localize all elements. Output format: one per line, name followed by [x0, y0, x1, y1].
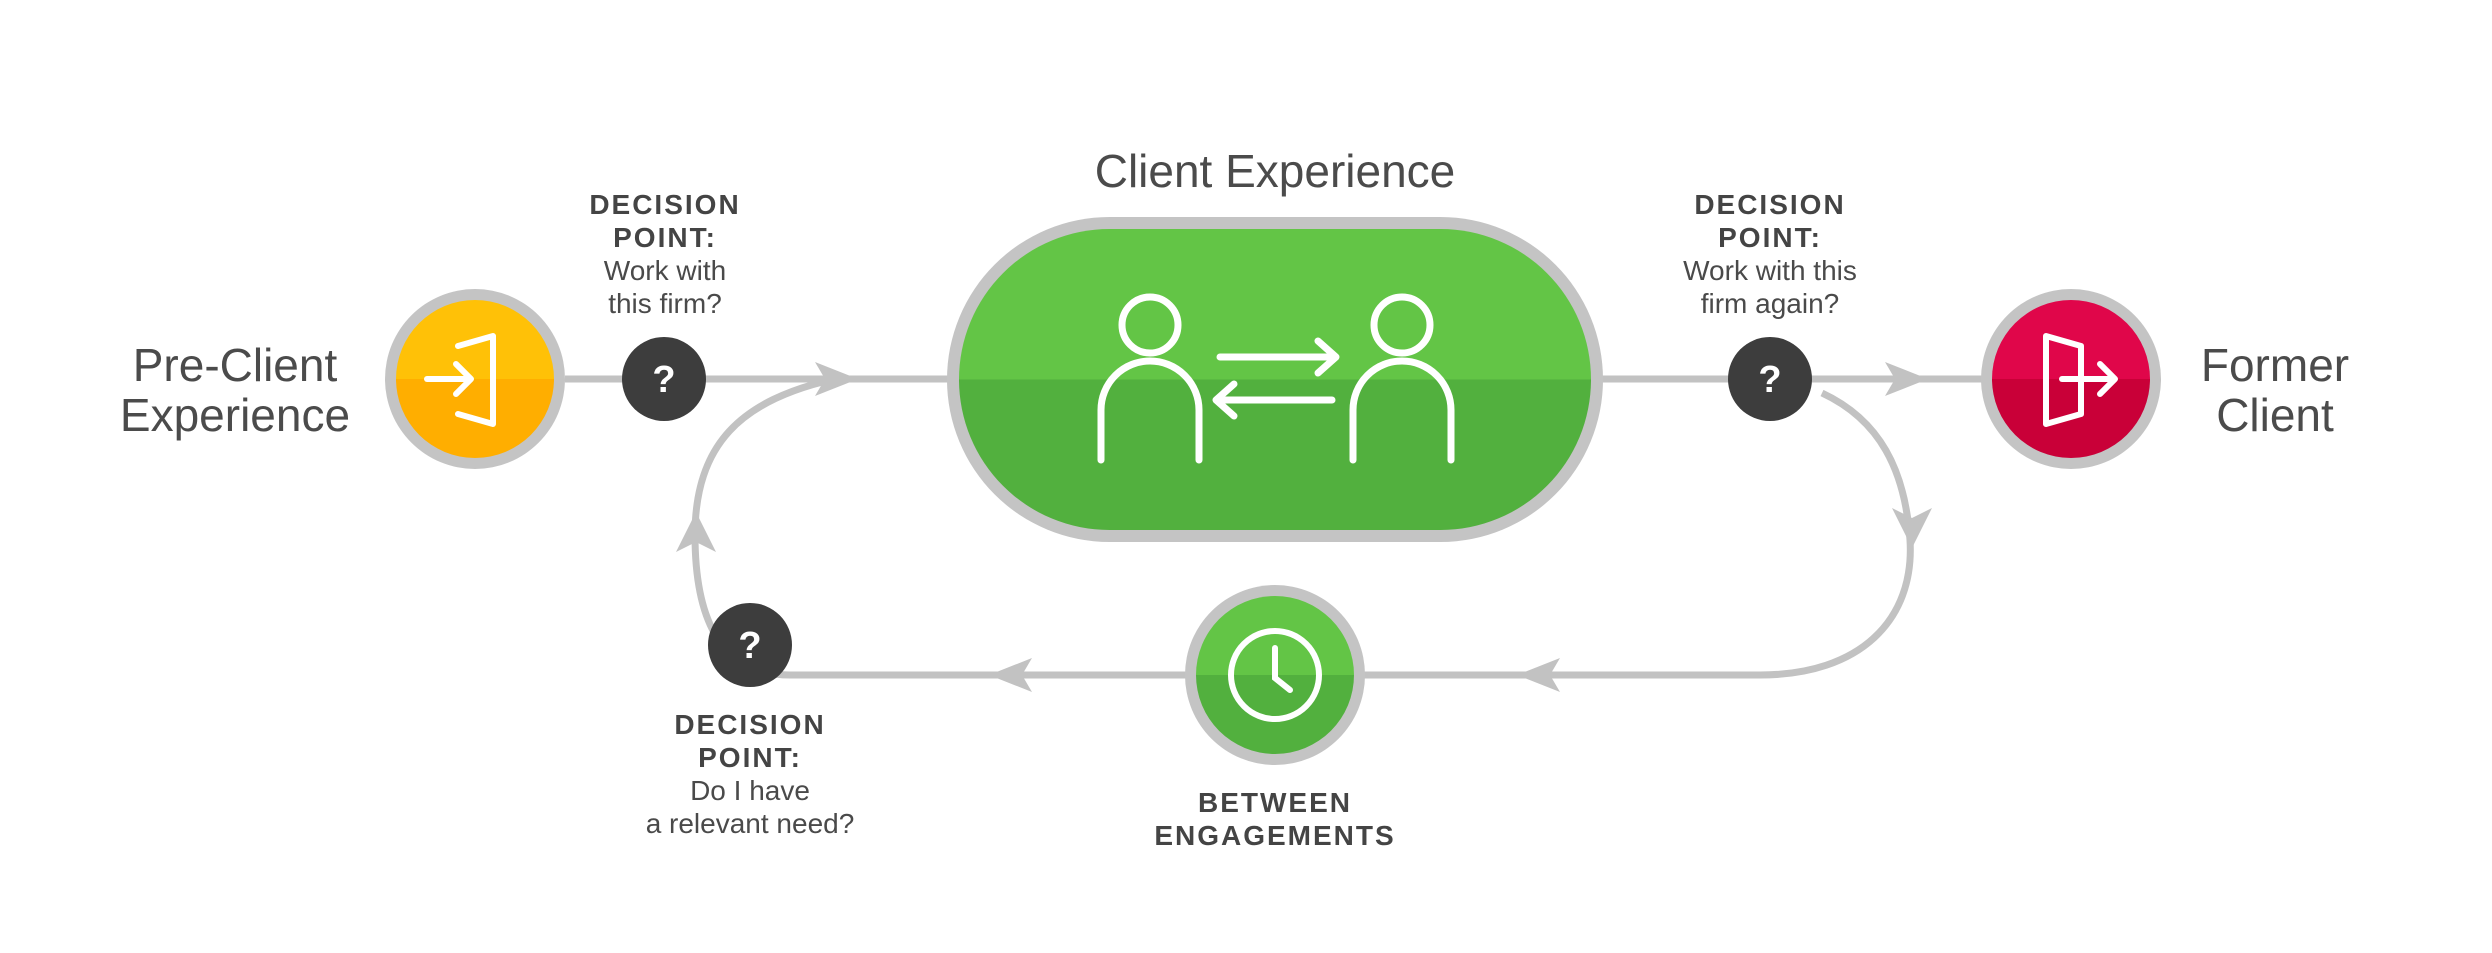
arrow-up-icon [676, 512, 716, 552]
pre-client-label: Pre-Client Experience [95, 340, 375, 440]
former-client-label-line-1: Former [2200, 339, 2350, 391]
arrow-right-2-icon [1885, 362, 1928, 396]
between-engagements-node [1185, 585, 1365, 765]
between-engagements-label: BETWEEN ENGAGEMENTS [1125, 786, 1425, 852]
page-title: Client Experience [1094, 145, 1456, 197]
between-engagements-line-2: ENGAGEMENTS [1154, 820, 1396, 851]
decision-point-1-heading-1: DECISION [589, 189, 741, 220]
decision-point-2-question-1: Work with this [1683, 255, 1857, 286]
former-client-node [1981, 289, 2161, 469]
question-mark-2: ? [1758, 359, 1781, 401]
arrow-left-2-icon [989, 658, 1032, 692]
decision-point-3-text: DECISION POINT: Do I have a relevant nee… [620, 708, 880, 840]
decision-point-2-heading-2: POINT: [1718, 222, 1822, 253]
decision-point-1-text: DECISION POINT: Work with this firm? [535, 188, 795, 320]
two-people-exchange-icon [1097, 293, 1455, 464]
decision-point-3-heading-2: POINT: [698, 742, 802, 773]
enter-door-icon [424, 333, 496, 427]
decision-marker-2: ? [1728, 337, 1812, 421]
arrow-down-icon [1892, 508, 1932, 548]
arrow-left-1-icon [1517, 658, 1560, 692]
decision-point-3-question-2: a relevant need? [645, 808, 855, 839]
former-client-label: Former Client [2160, 340, 2390, 440]
decision-point-3-heading-1: DECISION [674, 709, 826, 740]
pre-client-node [385, 289, 565, 469]
question-mark-3: ? [738, 625, 761, 667]
decision-marker-1: ? [622, 337, 706, 421]
exit-door-icon [2043, 333, 2118, 427]
decision-point-1-question-1: Work with [603, 255, 727, 286]
decision-marker-3: ? [708, 603, 792, 687]
arrowheads [676, 362, 1932, 692]
decision-point-2-text: DECISION POINT: Work with this firm agai… [1640, 188, 1900, 320]
clock-icon [1228, 628, 1322, 722]
pre-client-label-line-2: Experience [119, 389, 351, 441]
decision-point-1-heading-2: POINT: [613, 222, 717, 253]
decision-point-2-question-2: firm again? [1700, 288, 1840, 319]
connector-loop-down [1360, 389, 1914, 679]
arrow-right-1-icon [815, 362, 858, 396]
question-mark-1: ? [652, 359, 675, 401]
pre-client-label-line-1: Pre-Client [132, 339, 338, 391]
former-client-label-line-2: Client [2216, 389, 2334, 441]
client-experience-node [947, 217, 1603, 542]
between-engagements-line-1: BETWEEN [1198, 787, 1352, 818]
decision-point-2-heading-1: DECISION [1694, 189, 1846, 220]
decision-point-1-question-2: this firm? [608, 288, 722, 319]
decision-point-3-question-1: Do I have [690, 775, 810, 806]
